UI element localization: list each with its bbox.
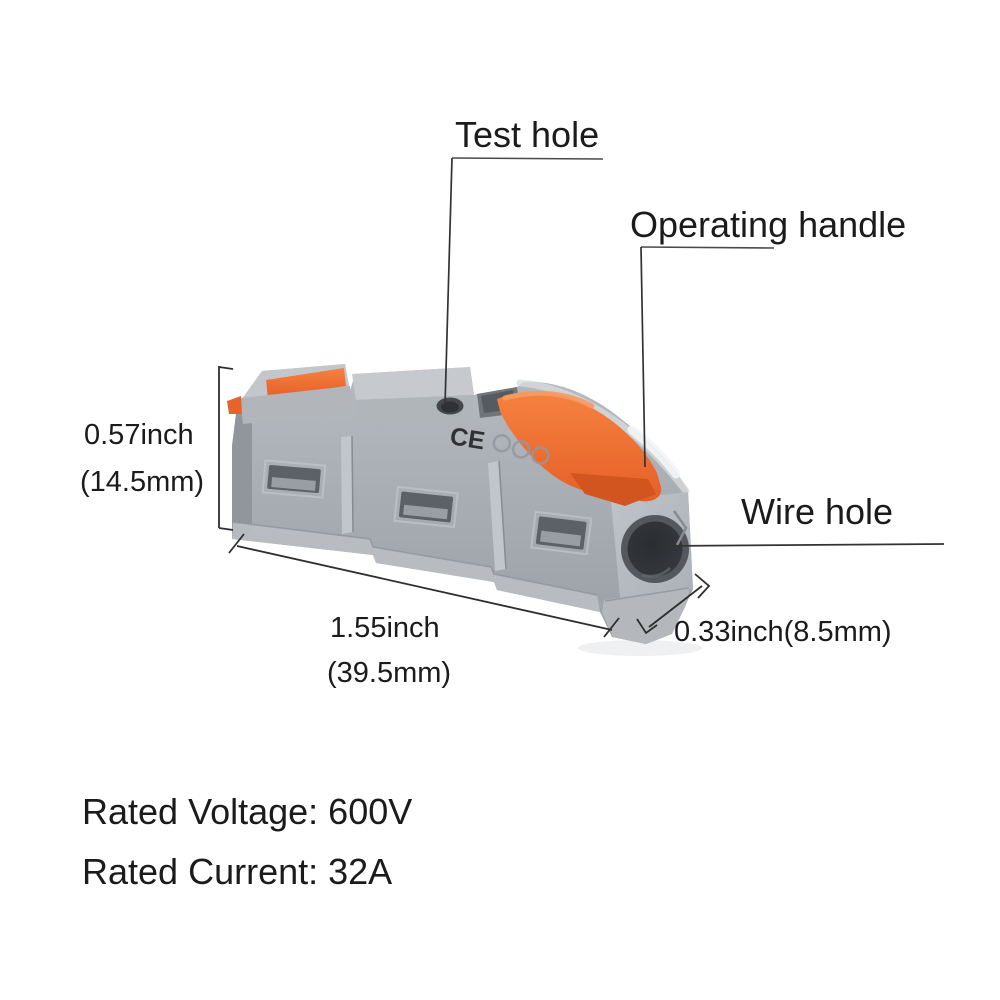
callout-wire-hole: Wire hole	[658, 491, 945, 547]
body-slot-2	[393, 485, 459, 529]
left-platform-lip	[240, 386, 353, 424]
rated-voltage-text: Rated Voltage: 600V	[82, 791, 412, 832]
hole-dim-arrow-top	[694, 573, 711, 599]
body-slot-1	[261, 459, 327, 499]
wire-hole-label: Wire hole	[741, 491, 893, 532]
test-hole-underline	[451, 157, 604, 160]
operating-handle-label: Operating handle	[630, 204, 906, 245]
hole-dim-arrow-bottom	[636, 618, 658, 635]
ce-marking-text: CE	[448, 422, 487, 455]
callout-operating-handle: Operating handle	[630, 204, 906, 468]
operating-handle-underline	[640, 246, 775, 249]
test-hole	[436, 397, 464, 415]
body-slot-3	[530, 510, 593, 556]
dimension-body-height: 0.57inch (14.5mm)	[80, 366, 234, 531]
operating-handle-leader-line	[640, 246, 646, 468]
hole-dim-line	[648, 585, 703, 628]
block-skirt-seam	[604, 587, 690, 602]
center-deck-top	[352, 367, 474, 400]
height-dim-mm: (14.5mm)	[80, 466, 204, 498]
height-dim-inches: 0.57inch	[84, 419, 194, 451]
length-dim-tick-left	[228, 533, 245, 554]
operating-handle-lever	[497, 390, 662, 506]
skirt-seam-line	[232, 521, 598, 596]
left-lever-tip	[227, 396, 242, 414]
dimension-body-length: 1.55inch (39.5mm)	[228, 533, 620, 689]
length-dim-tick-right	[603, 617, 620, 638]
housing-specular	[627, 425, 681, 479]
connector-illustration: CE	[227, 364, 702, 656]
face-corner-chevron	[672, 510, 688, 546]
height-dim-tick-top	[218, 366, 234, 370]
length-dim-line	[236, 545, 613, 631]
test-hole-leader-line	[444, 157, 453, 407]
wire-hole-block-skirt	[602, 587, 690, 644]
length-dim-mm: (39.5mm)	[327, 657, 451, 689]
wire-hole-leader-line	[658, 543, 945, 547]
dimension-wire-hole: 0.33inch(8.5mm)	[636, 573, 892, 648]
ce-marking: CE	[448, 422, 550, 465]
connector-bottom-skirt	[232, 522, 600, 612]
rated-current-text: Rated Current: 32A	[82, 851, 392, 892]
specifications-block: Rated Voltage: 600V Rated Current: 32A	[82, 791, 412, 892]
body-rib-1	[341, 435, 354, 534]
left-lever-strip	[266, 368, 346, 398]
length-dim-inches: 1.55inch	[330, 612, 440, 644]
height-dim-tick-bottom	[218, 527, 234, 531]
hole-dim-label: 0.33inch(8.5mm)	[674, 616, 892, 648]
callout-test-hole: Test hole	[444, 114, 604, 407]
connector-left-face	[232, 406, 252, 539]
wire-hole	[621, 515, 689, 583]
test-hole-label: Test hole	[455, 114, 599, 155]
product-shadow	[578, 640, 702, 656]
body-rib-2	[488, 460, 507, 571]
